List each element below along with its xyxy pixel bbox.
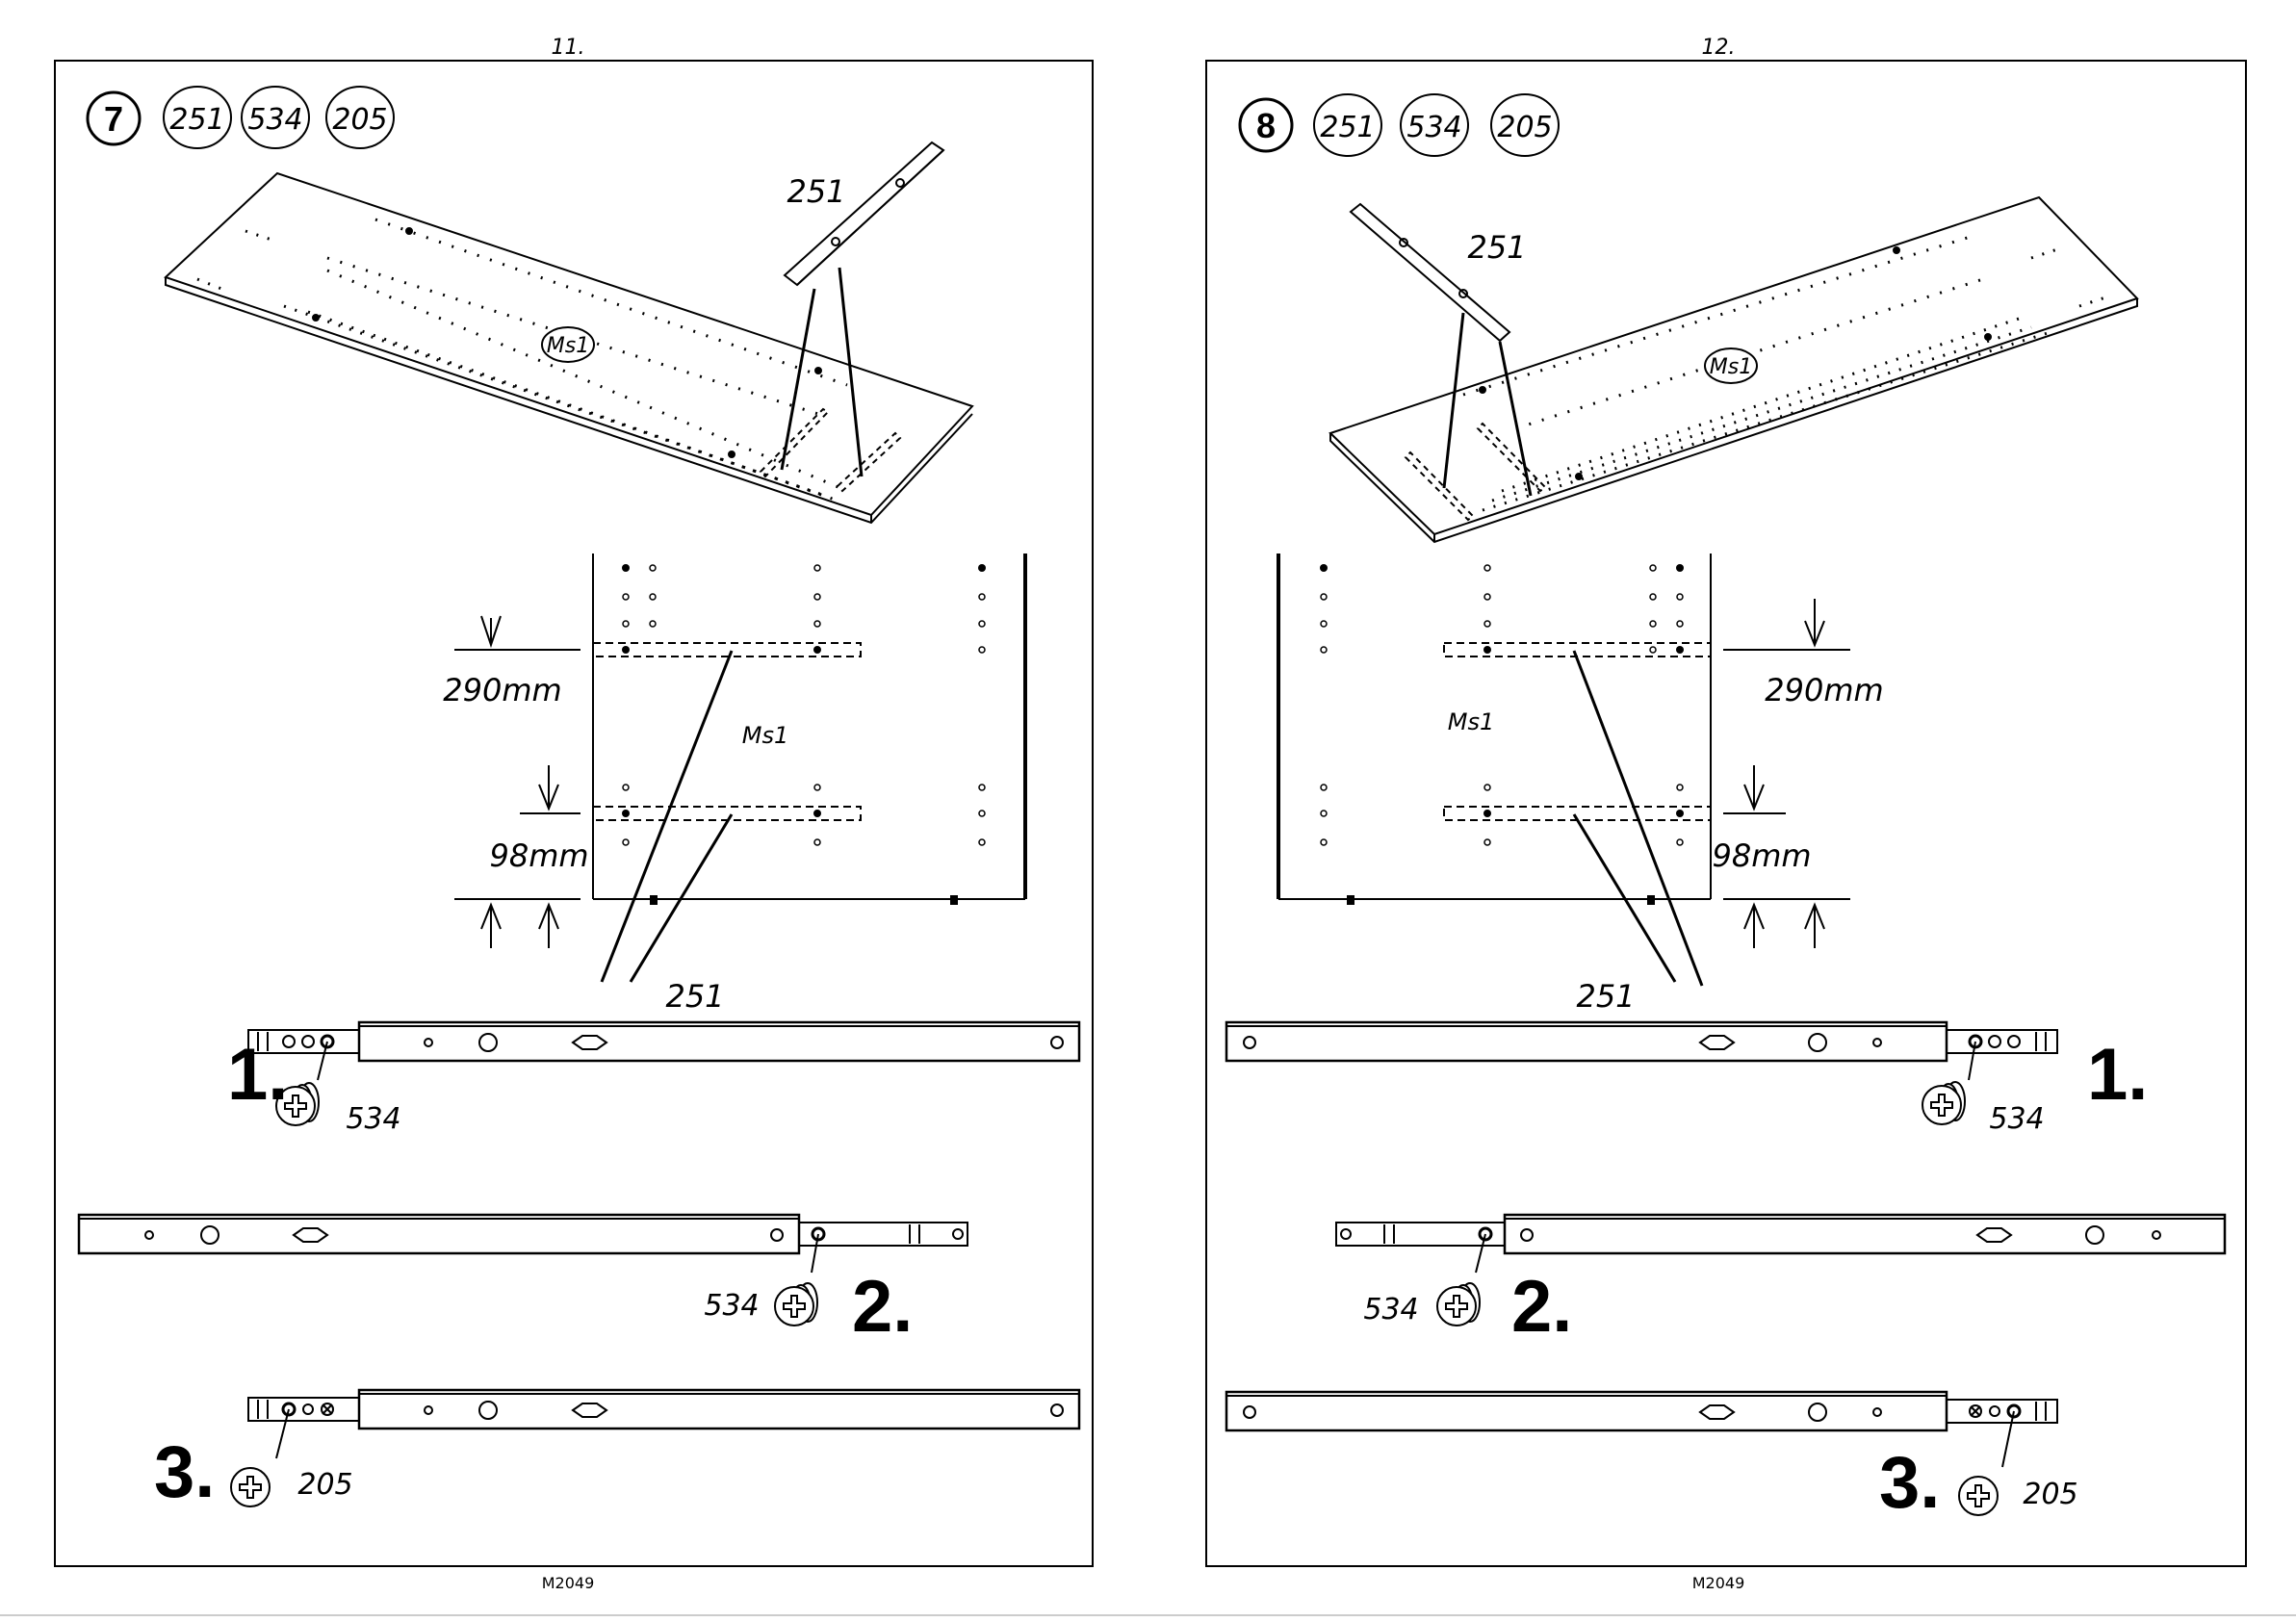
dimension-lower: 98mm <box>489 837 588 874</box>
step-badge: 7 <box>88 92 140 144</box>
dimension-lower: 98mm <box>1712 837 1811 874</box>
sub-step-number: 1. <box>227 1034 288 1116</box>
part-code-2: 534 <box>1401 94 1468 156</box>
sub-step-number: 1. <box>2087 1034 2148 1116</box>
part-code-1: 251 <box>1314 94 1381 156</box>
svg-text:534: 534 <box>247 103 302 137</box>
sub-step-part: 534 <box>1989 1102 2044 1136</box>
rail-label-bottom: 251 <box>1576 978 1635 1015</box>
part-code-1: 251 <box>164 87 231 148</box>
detail-view <box>1278 554 1850 986</box>
rail-step-2 <box>79 1215 967 1273</box>
part-code-2: 534 <box>242 87 309 148</box>
sub-step-part: 205 <box>2023 1478 2077 1511</box>
rail-step-2 <box>1336 1215 2225 1273</box>
page-number: 12. <box>1702 36 1736 60</box>
rail-label: 251 <box>1467 229 1526 266</box>
detail-label: Ms1 <box>1448 708 1494 735</box>
svg-text:Ms1: Ms1 <box>547 334 589 358</box>
panel-label: Ms1 <box>1705 348 1757 383</box>
rail-label-bottom: 251 <box>665 978 724 1015</box>
part-code-3: 205 <box>326 87 394 148</box>
screw-icon <box>231 1468 270 1506</box>
part-code-3: 205 <box>1491 94 1559 156</box>
sub-step-number: 3. <box>154 1431 215 1513</box>
sub-step-part: 205 <box>297 1468 352 1502</box>
sub-step-number: 2. <box>852 1266 913 1348</box>
svg-text:251: 251 <box>1320 111 1375 144</box>
panel-label: Ms1 <box>542 327 594 362</box>
left-page: 11. 7 251 534 205 <box>55 36 1093 1592</box>
footer-code: M2049 <box>542 1574 595 1592</box>
svg-text:251: 251 <box>169 103 224 137</box>
rail-label: 251 <box>787 173 845 210</box>
sub-step-part: 534 <box>704 1289 759 1323</box>
right-page: 12. 8 251 534 205 <box>1206 36 2246 1592</box>
svg-text:7: 7 <box>104 99 123 139</box>
sub-step-part: 534 <box>346 1102 400 1136</box>
cam-screw-icon <box>775 1283 817 1326</box>
svg-text:8: 8 <box>1256 106 1276 145</box>
sub-step-number: 2. <box>1511 1266 1572 1348</box>
sub-step-number: 3. <box>1879 1442 1940 1524</box>
dimension-upper: 290mm <box>443 672 561 708</box>
page-number: 11. <box>552 36 585 60</box>
cam-screw-icon <box>1922 1082 1965 1124</box>
dimension-upper: 290mm <box>1765 672 1883 708</box>
rail-step-1 <box>248 1022 1079 1080</box>
svg-text:534: 534 <box>1406 111 1461 144</box>
step-badge: 8 <box>1240 99 1292 151</box>
detail-label: Ms1 <box>742 722 788 749</box>
cam-screw-icon <box>1437 1283 1480 1326</box>
detail-view <box>454 554 1025 982</box>
svg-text:205: 205 <box>1497 111 1552 144</box>
rail-step-1 <box>1226 1022 2057 1080</box>
svg-text:Ms1: Ms1 <box>1710 355 1752 379</box>
sub-step-part: 534 <box>1363 1293 1418 1326</box>
rail-step-3 <box>248 1390 1079 1458</box>
screw-icon <box>1959 1477 1998 1515</box>
footer-code: M2049 <box>1692 1574 1745 1592</box>
svg-text:205: 205 <box>332 103 387 137</box>
